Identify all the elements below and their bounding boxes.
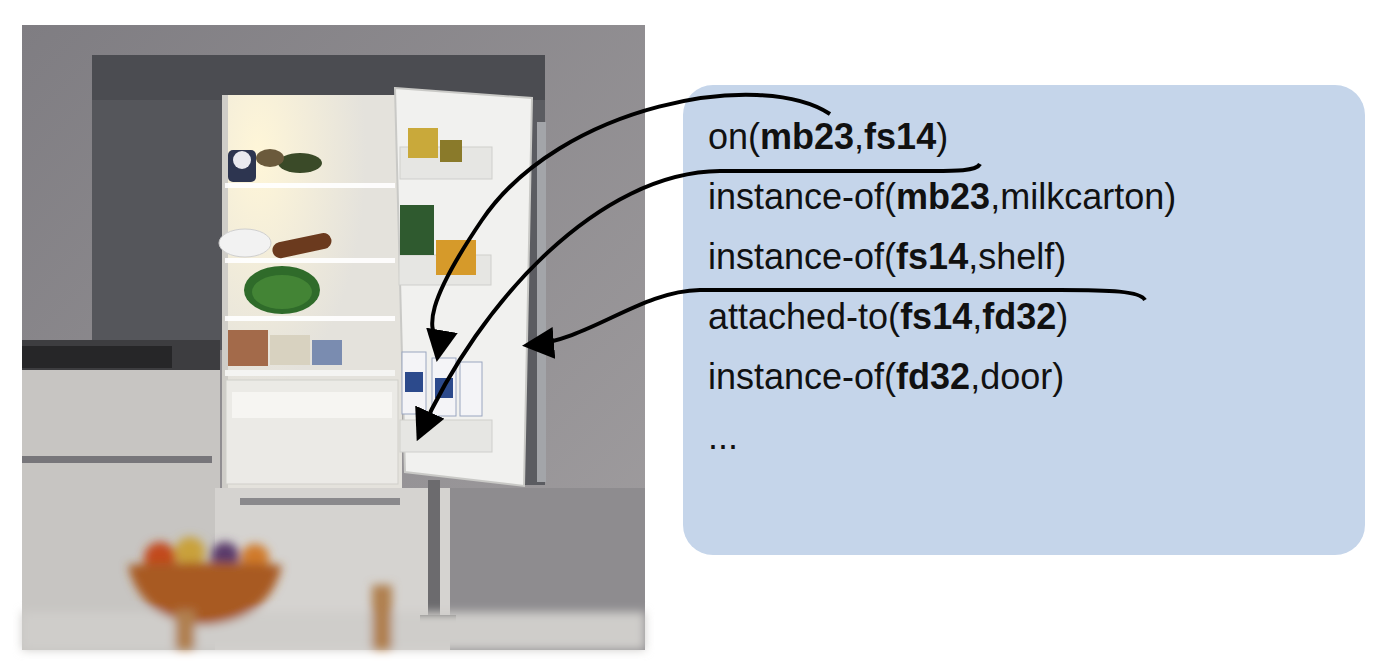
fact-line: instance-of(fs14,shelf) <box>708 227 1340 287</box>
fact-line: on(mb23,fs14) <box>708 107 1340 167</box>
fact-line: attached-to(fs14,fd32) <box>708 287 1340 347</box>
fact-panel: on(mb23,fs14)instance-of(mb23,milkcarton… <box>683 85 1365 555</box>
leader-arrow <box>530 290 1145 345</box>
fact-line: ... <box>708 407 1340 467</box>
fact-line: instance-of(fd32,door) <box>708 347 1340 407</box>
leader-arrow <box>420 164 980 434</box>
fact-line: instance-of(mb23,milkcarton) <box>708 167 1340 227</box>
